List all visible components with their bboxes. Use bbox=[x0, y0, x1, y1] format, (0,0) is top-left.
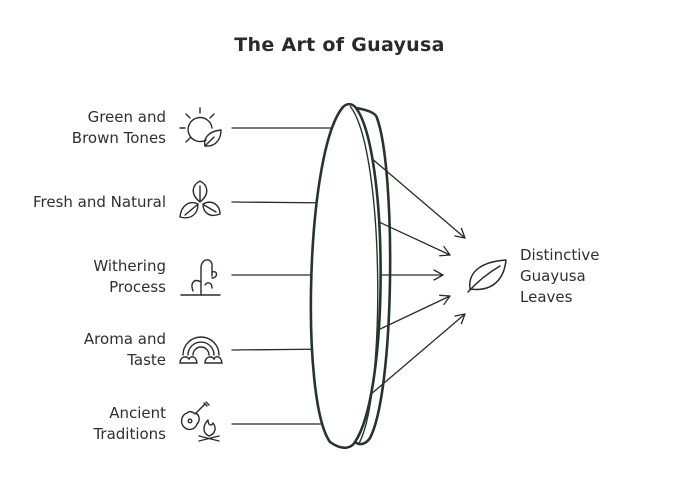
label-withering-process: Withering Process bbox=[93, 256, 166, 298]
label-line: Withering bbox=[93, 257, 166, 275]
label-distinctive-guayusa-leaves: Distinctive Guayusa Leaves bbox=[520, 245, 600, 308]
lens-icon bbox=[309, 102, 392, 450]
label-line: Taste bbox=[127, 351, 166, 369]
label-line: Distinctive bbox=[520, 246, 600, 264]
label-line: Guayusa bbox=[520, 267, 586, 285]
label-line: Green and bbox=[87, 108, 166, 126]
label-green-and-brown-tones: Green and Brown Tones bbox=[72, 107, 166, 149]
leaf-icon bbox=[467, 259, 507, 293]
rainbow-cloud-icon bbox=[179, 336, 223, 364]
label-aroma-and-taste: Aroma and Taste bbox=[84, 329, 166, 371]
label-line: Fresh and Natural bbox=[32, 193, 166, 211]
label-line: Aroma and bbox=[83, 330, 166, 348]
diagram-title: The Art of Guayusa bbox=[234, 34, 445, 56]
label-line: Traditions bbox=[93, 425, 166, 443]
label-fresh-and-natural: Fresh and Natural bbox=[33, 192, 166, 213]
label-line: Leaves bbox=[520, 288, 573, 306]
sun-leaf-icon bbox=[179, 107, 222, 147]
label-line: Ancient bbox=[109, 404, 166, 422]
guitar-fire-icon bbox=[180, 401, 220, 442]
label-line: Brown Tones bbox=[71, 129, 166, 147]
wilting-plant-icon bbox=[180, 259, 221, 296]
label-line: Process bbox=[109, 278, 166, 296]
leaves-icon bbox=[179, 180, 221, 219]
label-ancient-traditions: Ancient Traditions bbox=[93, 403, 166, 445]
